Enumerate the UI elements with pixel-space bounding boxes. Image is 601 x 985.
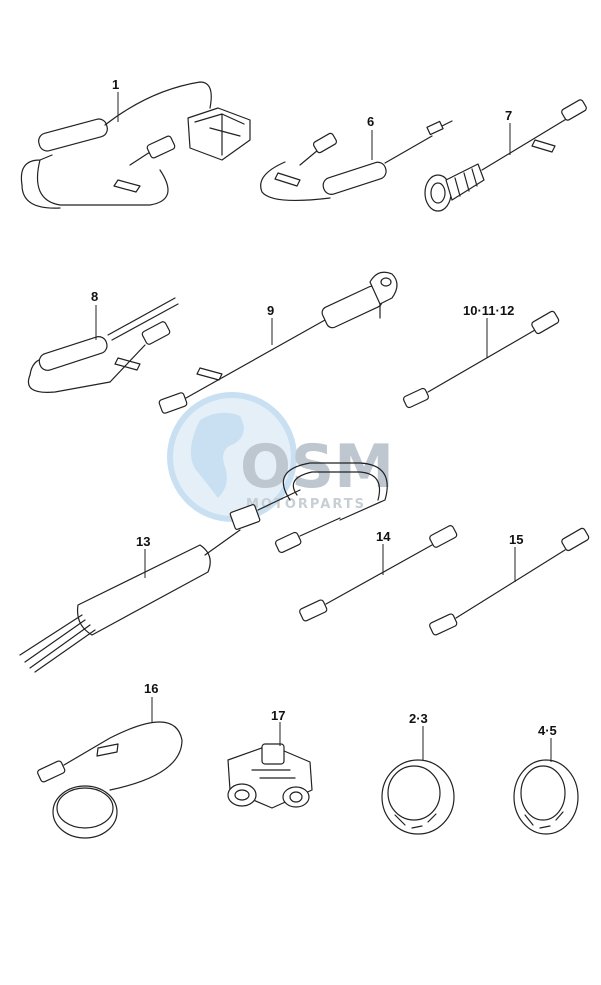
part-10-12-cable	[402, 310, 560, 409]
part-13-hub-cable	[19, 462, 388, 673]
watermark-brand: OSM	[240, 432, 394, 502]
continent-shape	[190, 412, 244, 498]
callout-9: 9	[267, 303, 274, 318]
callout-2-3: 2·3	[409, 711, 428, 726]
callout-16: 16	[144, 681, 158, 696]
watermark-tagline: MOTORPARTS	[246, 497, 366, 512]
callout-7: 7	[505, 108, 512, 123]
callout-13: 13	[136, 534, 150, 549]
part-2-3-ring	[381, 759, 455, 835]
watermark: OSM MOTORPARTS	[167, 392, 394, 522]
callout-1: 1	[112, 77, 119, 92]
callout-10-12: 10·11·12	[463, 303, 514, 318]
part-8-cable	[27, 297, 179, 393]
part-1-transducer-cable	[20, 81, 251, 209]
callout-4-5: 4·5	[538, 723, 557, 738]
callout-6: 6	[367, 114, 374, 129]
callout-8: 8	[91, 289, 98, 304]
part-4-5-ring	[513, 759, 579, 835]
part-17-t-connector	[227, 743, 313, 809]
part-14-cable	[299, 525, 458, 622]
part-9-sensor-cable	[158, 271, 398, 414]
part-6-cable	[260, 120, 453, 202]
part-7-thruhull-sensor	[424, 99, 587, 212]
callout-17: 17	[271, 708, 285, 723]
part-15-cable	[429, 527, 590, 636]
callout-14: 14	[376, 529, 391, 544]
callout-15: 15	[509, 532, 523, 547]
part-16-puck-sensor	[37, 721, 183, 839]
